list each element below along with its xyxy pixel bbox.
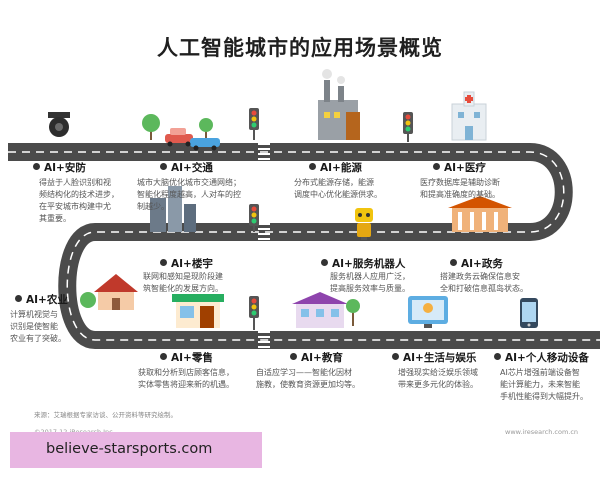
scenario-label-government: AI+政务 — [450, 256, 503, 271]
bullet-dot — [290, 353, 297, 360]
road-center-line — [8, 151, 600, 341]
retail-store-icon — [172, 294, 224, 328]
scenario-label-security: AI+安防 — [33, 160, 86, 175]
scenario-desc-mobile-device: AI芯片增强前端设备智能计算能力，未来智能手机性能得到大幅提升。 — [500, 368, 588, 401]
school-icon — [292, 292, 360, 328]
scenario-label-agriculture: AI+农业 — [15, 292, 68, 307]
scenario-label-energy: AI+能源 — [309, 160, 362, 175]
scenario-label-service-robot: AI+服务机器人 — [321, 256, 405, 271]
scenario-label-building: AI+楼宇 — [160, 256, 213, 271]
office-buildings-icon — [150, 186, 196, 232]
hospital-icon — [451, 91, 487, 141]
cars-icon — [165, 128, 220, 151]
trees-icon — [142, 114, 213, 140]
scenario-desc-security: 得益于人脸识别和视频结构化的技术进步，在平安城市构建中尤其重要。 — [39, 178, 119, 223]
bullet-dot — [494, 353, 501, 360]
scenario-desc-service-robot: 服务机器人应用广泛，提高服务效率与质量。 — [330, 272, 410, 293]
scenario-label-medical: AI+医疗 — [433, 160, 486, 175]
scenario-label-education: AI+教育 — [290, 350, 343, 365]
scenario-label-mobile-device: AI+个人移动设备 — [494, 350, 589, 365]
scenario-label-life-entertainment: AI+生活与娱乐 — [392, 350, 476, 365]
power-plant-icon — [318, 69, 360, 140]
traffic-light-icons — [249, 108, 413, 330]
scenario-desc-education: 自适应学习——智能化因材施教，使教育资源更加均等。 — [256, 368, 360, 389]
bullet-dot — [321, 259, 328, 266]
bullet-dot — [160, 353, 167, 360]
bullet-dot — [433, 163, 440, 170]
scenario-desc-medical: 医疗数据库是辅助诊断和提高准确度的基础。 — [420, 178, 500, 199]
site-url: www.iresearch.com.cn — [505, 428, 579, 436]
service-robot-icon — [355, 208, 373, 240]
scenario-desc-building: 联网和感知是现阶段建筑智能化的发展方向。 — [143, 272, 223, 293]
scenario-desc-retail: 获取和分析到店顾客信息，实体零售将迎来新的机遇。 — [138, 368, 234, 389]
watermark-banner: believe-starsports.com — [10, 432, 262, 468]
scenario-desc-life-entertainment: 增强现实给泛娱乐领域带来更多元化的体验。 — [398, 368, 478, 389]
farmhouse-icon — [80, 274, 138, 310]
mobile-phone-icon — [520, 298, 538, 328]
source-note: 来源：艾瑞根据专家访谈、公开资料等研究绘制。 — [34, 411, 177, 419]
bullet-dot — [392, 353, 399, 360]
bullet-dot — [15, 295, 22, 302]
security-camera-icon — [48, 112, 70, 137]
scenario-label-traffic: AI+交通 — [160, 160, 213, 175]
crosswalks — [258, 143, 270, 348]
scenario-desc-government: 搭建政务云确保信息安全和打破信息孤岛状态。 — [440, 272, 528, 293]
vr-entertainment-icon — [408, 296, 448, 328]
bullet-dot — [450, 259, 457, 266]
government-building-icon — [448, 196, 512, 232]
scenario-desc-traffic: 城市大脑优化城市交通网络；智能化程度越高，人对车的控制越少。 — [137, 178, 241, 211]
scenario-desc-energy: 分布式能源存储，能源调度中心优化能源供求。 — [294, 178, 382, 199]
scenario-desc-agriculture: 计算机视觉与识别是使智能农业有了突破。 — [10, 310, 66, 343]
bullet-dot — [160, 259, 167, 266]
watermark-text: believe-starsports.com — [46, 441, 213, 457]
bullet-dot — [309, 163, 316, 170]
bullet-dot — [160, 163, 167, 170]
bullet-dot — [33, 163, 40, 170]
scenario-label-retail: AI+零售 — [160, 350, 213, 365]
page-title: 人工智能城市的应用场景概览 — [157, 36, 443, 60]
